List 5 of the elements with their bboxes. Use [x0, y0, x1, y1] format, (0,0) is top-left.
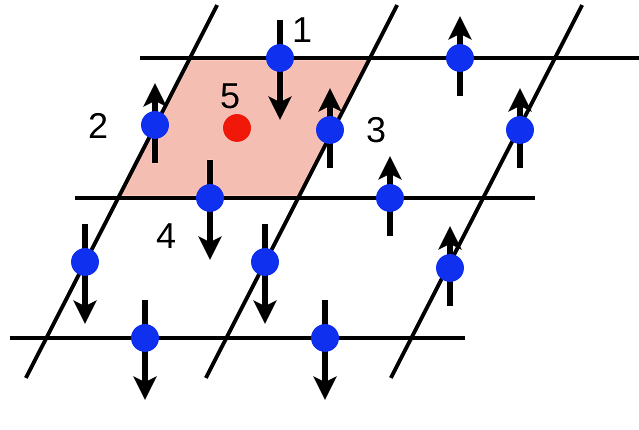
site-number: 4: [156, 218, 176, 254]
site-number: 1: [292, 12, 312, 48]
site-number: 2: [88, 108, 108, 144]
site-number: 3: [366, 112, 386, 148]
site-number: 5: [220, 78, 240, 114]
